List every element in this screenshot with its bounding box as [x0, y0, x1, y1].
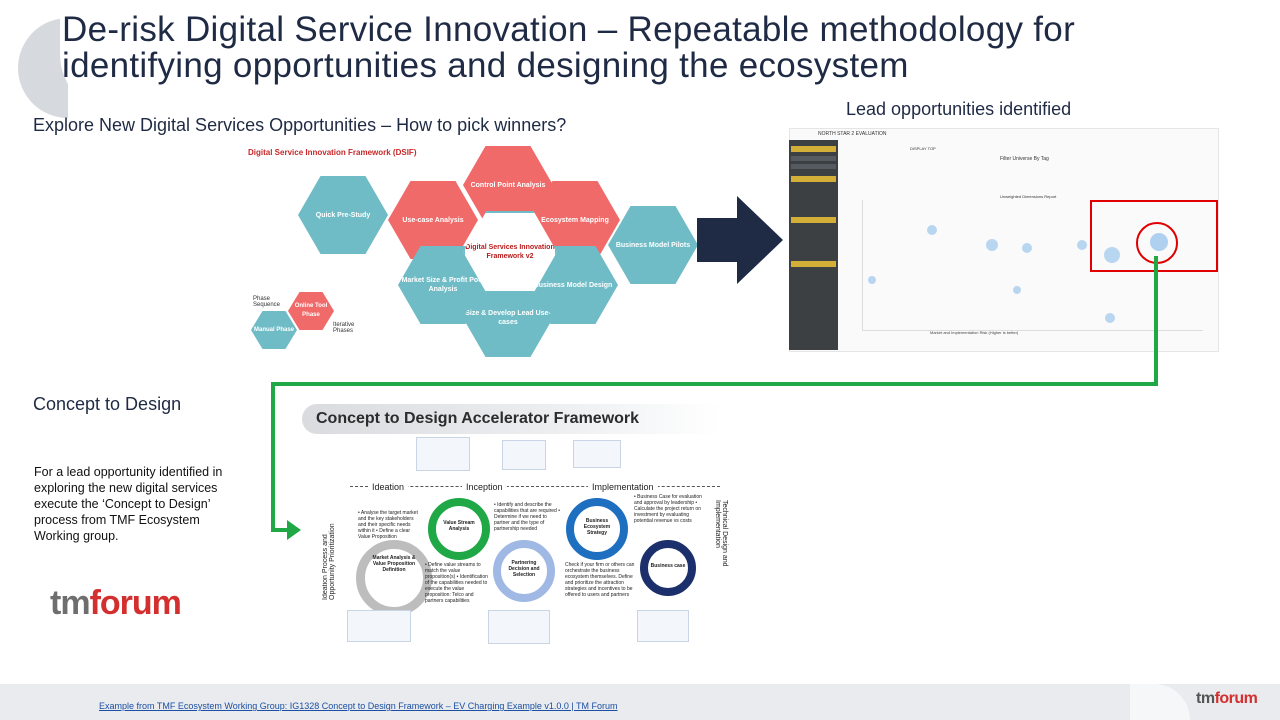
stage-ideation: Ideation	[368, 482, 409, 492]
ring-label: Business case	[650, 563, 686, 569]
footer-tmforum-logo: tmforum	[1196, 690, 1258, 708]
bubble-point	[868, 276, 876, 284]
report-title: Unweighted Dimensions Report	[1000, 194, 1057, 199]
ctd-right-label: Technical Design and Implementation	[714, 500, 728, 567]
ctd-title: Concept to Design Accelerator Framework	[316, 410, 640, 427]
hex-label: Size & Develop Lead Use-cases	[465, 310, 551, 326]
chart-header-text: NORTH STAR 2 EVALUATION	[818, 131, 887, 137]
legend-online-tool: Online Tool Phase	[288, 292, 334, 330]
legend-manual-phase: Manual Phase	[251, 311, 297, 349]
logo-tm: tm	[1196, 690, 1215, 707]
ring-label: Value Stream Analysis	[443, 520, 475, 532]
section-lead-heading: Lead opportunities identified	[846, 99, 1072, 119]
thumbnail-doc	[502, 440, 546, 470]
ring-partnering	[493, 540, 555, 602]
bubble-point	[927, 225, 937, 235]
sidebar-item-weighted	[791, 164, 836, 169]
stage-inception: Inception	[462, 482, 507, 492]
legend-label: Manual Phase	[253, 326, 294, 333]
ring-ecosystem-strategy	[566, 498, 628, 560]
ring-label: Business Ecosystem Strategy	[583, 518, 611, 536]
connector-stub	[271, 528, 293, 532]
footer-bar	[0, 684, 1280, 720]
navy-arrow-icon	[697, 196, 783, 284]
sidebar-item-dim-mke	[791, 176, 836, 182]
hex-quick-pre-study: Quick Pre-Study	[298, 176, 388, 254]
chart-header: NORTH STAR 2 EVALUATION	[792, 131, 1212, 139]
ctd-note: • Define value streams to match the valu…	[425, 562, 488, 604]
hex-label: Business Model Design	[533, 281, 613, 289]
bubble-point	[1077, 240, 1087, 250]
ring-label: Market Analysis & Value Proposition Defi…	[372, 555, 416, 573]
display-top-label: DISPLAY TOP	[910, 146, 936, 151]
hex-label: Business Model Pilots	[615, 241, 691, 249]
page-title: De-risk Digital Service Innovation – Rep…	[62, 10, 1076, 85]
dsif-title: Digital Service Innovation Framework (DS…	[248, 148, 417, 157]
bubble-point	[1104, 247, 1120, 263]
bubble-point	[1013, 286, 1021, 294]
bubble-point	[1022, 243, 1032, 253]
ctd-left-label: Ideation Process and Opportunity Priorit…	[322, 523, 336, 600]
logo-forum: forum	[89, 584, 182, 622]
logo-forum: forum	[1214, 690, 1258, 707]
hex-label: Digital Services Innovation Framework v2	[465, 244, 555, 260]
ctd-note: • Business Case for evaluation and appro…	[634, 494, 702, 524]
thumbnail-doc	[573, 440, 621, 468]
hex-label: Market Size & Profit Pool Analysis	[401, 277, 485, 293]
hex-label: Ecosystem Mapping	[541, 216, 609, 224]
chart-sidebar	[789, 140, 838, 350]
section-concept-heading: Concept to Design	[33, 394, 182, 414]
ring-value-stream	[428, 498, 490, 560]
ctd-title-bar	[302, 404, 720, 434]
stage-line	[350, 486, 720, 487]
ctd-note: • Identify and describe the capabilities…	[494, 502, 560, 532]
thumbnail-doc	[347, 610, 411, 642]
connector-vertical-left	[271, 382, 275, 532]
connector-arrowhead-icon	[287, 520, 301, 540]
filter-title: Filter Universe By Tag	[1000, 156, 1049, 162]
connector-horizontal	[271, 382, 1158, 386]
ctd-note: Check if your firm or others can orchest…	[565, 562, 635, 598]
sidebar-item-unweighted	[791, 156, 836, 161]
hex-label: Control Point Analysis	[470, 181, 546, 189]
ring-business-case	[640, 540, 696, 596]
thumbnail-doc	[637, 610, 689, 642]
logo-tm: tm	[50, 584, 91, 622]
sidebar-item-bubble	[791, 261, 836, 267]
body-text: For a lead opportunity identified in exp…	[34, 465, 223, 543]
hex-label: Quick Pre-Study	[315, 211, 371, 219]
thumbnail-doc	[488, 610, 550, 644]
legend-phase-sequence: Phase Sequence	[253, 296, 281, 308]
sidebar-item-dim-int	[791, 217, 836, 223]
legend-label: Online Tool Phase	[294, 303, 328, 318]
plot-area	[862, 200, 1203, 331]
legend-iterative: Iterative Phases	[333, 322, 355, 334]
sidebar-item-tabular	[791, 146, 836, 152]
ring-label: Partnering Decision and Selection	[508, 560, 540, 578]
bubble-point	[986, 239, 998, 251]
hex-label: Use-case Analysis	[402, 216, 464, 224]
footer-source-link[interactable]: Example from TMF Ecosystem Working Group…	[99, 701, 618, 711]
bubble-point	[1105, 313, 1115, 323]
thumbnail-doc	[416, 437, 470, 471]
ring-market-analysis	[356, 540, 432, 616]
stage-implementation: Implementation	[588, 482, 658, 492]
dsif-diagram: Digital Service Innovation Framework (DS…	[248, 146, 698, 357]
hex-business-model-pilots: Business Model Pilots	[608, 206, 698, 284]
connector-vertical-right	[1154, 256, 1158, 386]
chart-xlabel: Market and Implementation Risk (Higher i…	[930, 330, 1019, 335]
section-explore-heading: Explore New Digital Services Opportuniti…	[33, 115, 567, 135]
ctd-note: • Analyse the target market and the key …	[358, 510, 418, 540]
tmforum-logo: tmforum	[50, 584, 182, 623]
